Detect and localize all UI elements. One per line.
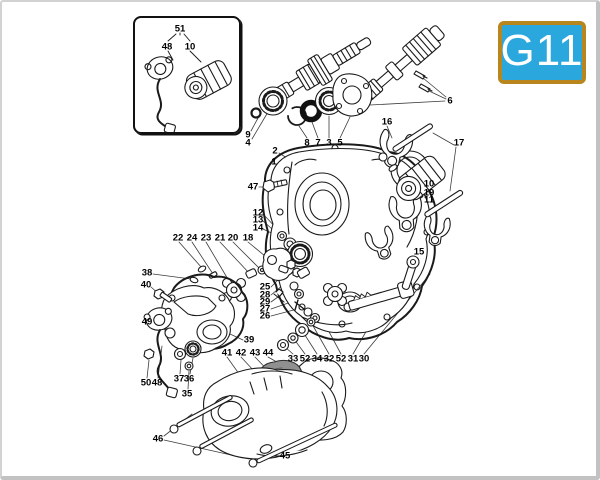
part-number-label: 20 [227,232,239,244]
part-number-label: 52 [335,353,347,365]
inset-box [133,16,241,134]
part-number-label: 15 [413,246,425,258]
part-number-label: 12 [252,207,264,219]
seals-35-36-37 [175,341,202,370]
part-number-label: 21 [214,232,226,244]
part-number-label: 26 [259,310,271,322]
part-number-label: 2 [272,145,278,157]
plug-45 [259,443,273,455]
bearing-row [252,71,433,128]
part-number-label: 38 [141,267,153,279]
part-number-label: 16 [381,116,393,128]
part-number-label: 9 [245,129,251,141]
part-number-label: 29 [259,296,271,308]
part-number-label: 28 [259,289,271,301]
selector-shaft-assembly [324,256,420,313]
part-number-label: 24 [186,232,198,244]
part-number-label: 36 [183,373,195,385]
part-number-label: 8 [304,137,310,149]
part-number-label: 51 [174,23,186,35]
shift-rods-17 [392,123,463,218]
part-number-label: 3 [326,137,332,149]
cover-bolt-40 [154,289,172,302]
part-number-label: 43 [249,347,261,359]
o-ring-49 [165,328,175,338]
part-number-label: 48 [161,41,173,53]
part-number-label: 4 [245,137,251,149]
ring-11 [379,153,387,161]
page-code-badge: G11 [498,21,586,84]
part-number-label: 39 [243,334,255,346]
part-number-label: 10 [423,178,435,190]
part-number-label: 45 [279,450,291,462]
part-number-label: 34 [311,353,323,365]
bolt-47 [263,180,287,192]
grommet-38 [189,276,198,283]
part-number-label: 49 [141,316,153,328]
housing-bolts-46 [170,395,338,467]
part-number-label: 33 [287,353,299,365]
part-number-label: 17 [453,137,465,149]
part-number-label: 5 [337,137,343,149]
part-number-label: 47 [247,181,259,193]
part-number-label: 23 [200,232,212,244]
speed-sensor-48 [143,305,178,398]
part-number-label: 32 [323,353,335,365]
part-number-label: 10 [184,41,196,53]
part-number-label: 7 [315,137,321,149]
hardware-cluster [274,260,320,351]
detent-cylinder-10 [391,153,448,206]
part-number-label: 42 [235,347,247,359]
bearing-4 [259,87,287,115]
part-number-label: 19 [423,187,435,199]
page-code: G11 [500,26,584,75]
part-number-label: 31 [347,353,359,365]
part-number-label: 50 [140,377,152,389]
part-number-label: 6 [447,95,453,107]
seals-12-13-14 [278,232,313,267]
part-number-label: 37 [173,373,185,385]
selector-body-18 [263,248,294,280]
part-number-label: 48 [151,377,163,389]
part-number-label: 18 [242,232,254,244]
part-number-label: 25 [259,281,271,293]
part-number-label: 11 [423,194,435,206]
part-number-label: 41 [221,347,233,359]
pin-19 [388,163,398,172]
part-number-label: 27 [259,303,271,315]
bolt-50 [144,349,154,359]
star-piece [324,284,347,306]
part-number-label: 14 [252,222,264,234]
part-number-label: 1 [271,156,277,168]
inset-cylinder-drawing [180,58,234,104]
selector-small-parts [197,248,294,301]
screws-6 [414,71,432,92]
clutch-housing-41 [203,368,337,459]
part-number-label: 44 [262,347,274,359]
part-number-label: 46 [152,433,164,445]
end-plate-5 [333,74,372,116]
part-number-label: 35 [181,388,193,400]
part-number-label: 52 [299,353,311,365]
part-number-label: 13 [252,214,264,226]
part-number-label: 40 [140,279,152,291]
inset-sensor-drawing [143,33,201,134]
part-number-label: 22 [172,232,184,244]
part-number-label: 30 [358,353,370,365]
